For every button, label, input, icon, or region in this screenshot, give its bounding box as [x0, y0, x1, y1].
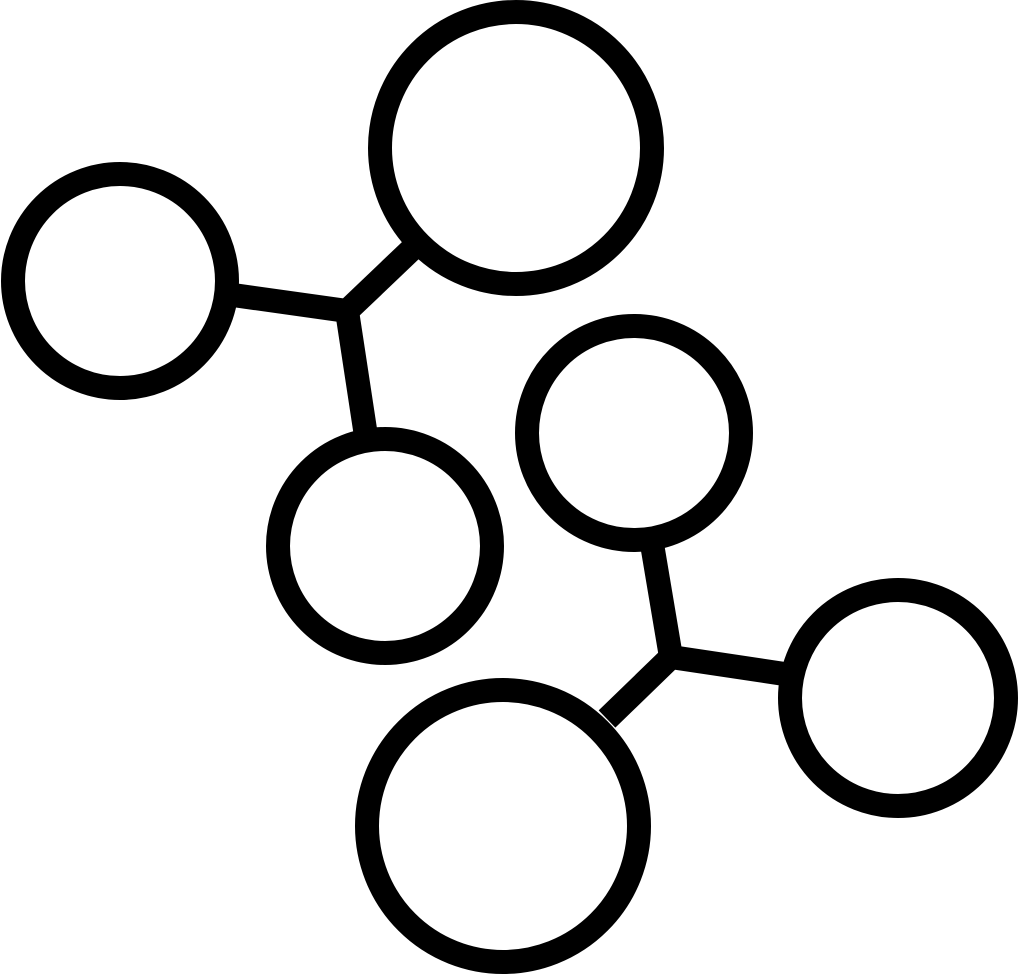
atom-circle-right — [778, 578, 1018, 818]
molecule-group-upper — [1, 0, 664, 665]
bond-line — [335, 309, 378, 438]
atom-circle-large — [368, 0, 664, 296]
bond-line — [338, 241, 420, 320]
bond-line — [669, 645, 793, 687]
molecule-group-lower — [355, 314, 1018, 974]
atom-circle-bottom — [266, 427, 504, 665]
bond-line — [639, 536, 683, 659]
atom-circle-left — [1, 162, 239, 400]
bond-line — [598, 648, 680, 728]
atom-circle-top — [515, 314, 753, 552]
bond-line — [224, 282, 349, 323]
atom-circle-large — [355, 678, 651, 974]
